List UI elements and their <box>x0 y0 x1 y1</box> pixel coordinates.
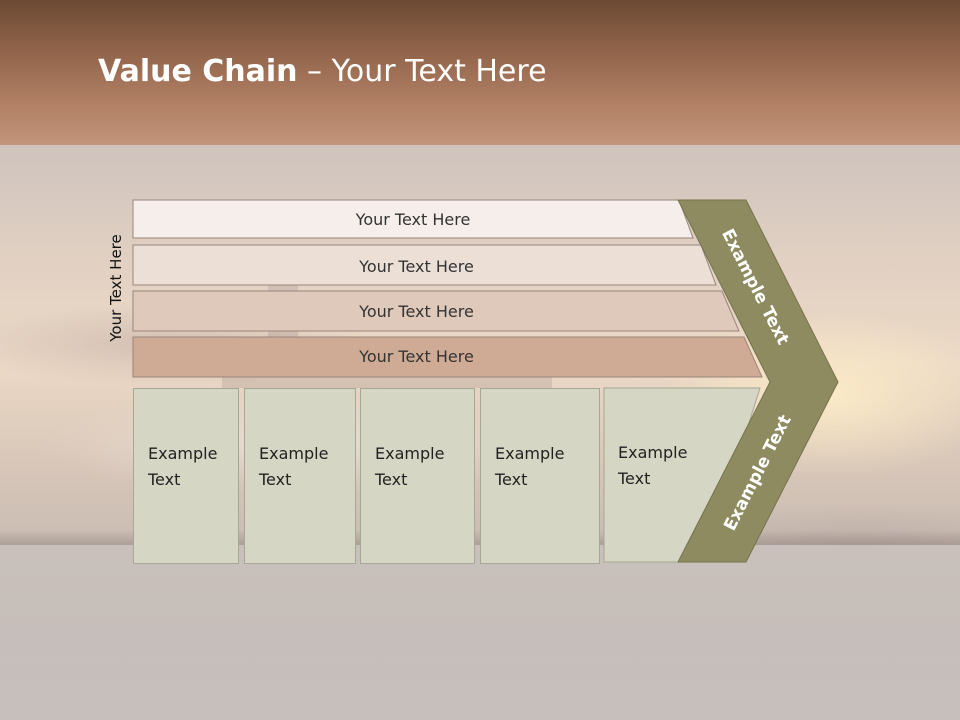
column-text-3: Example Text <box>375 444 445 489</box>
slide-title: Value Chain – Your Text Here <box>98 54 547 89</box>
bar-text-3: Your Text Here <box>359 301 474 321</box>
bar-shape-1[interactable] <box>132 199 694 239</box>
column-text-4: Example Text <box>495 444 565 489</box>
bar-label-2: Your Text Here <box>133 247 700 285</box>
bar-text-2: Your Text Here <box>359 256 474 276</box>
bar-shape-4[interactable] <box>132 336 763 378</box>
bar-label-1: Your Text Here <box>133 200 693 238</box>
column-2[interactable]: Example Text <box>244 388 356 564</box>
bar-text-1: Your Text Here <box>355 209 471 229</box>
reflection-fade <box>0 562 960 720</box>
column-3[interactable]: Example Text <box>360 388 475 564</box>
title-rest: – Your Text Here <box>297 54 547 89</box>
bar-text-4: Your Text Here <box>359 346 474 366</box>
bar-shape-2[interactable] <box>132 244 717 286</box>
column-text-1: Example Text <box>148 444 218 489</box>
column-4[interactable]: Example Text <box>480 388 600 564</box>
title-banner <box>0 0 960 145</box>
column-text-5: Example Text <box>618 443 688 488</box>
bar-label-4: Your Text Here <box>133 337 700 375</box>
column-1[interactable]: Example Text <box>133 388 239 564</box>
title-bold: Value Chain <box>98 54 298 89</box>
bar-label-3: Your Text Here <box>133 292 700 330</box>
column-text-2: Example Text <box>259 444 329 489</box>
bar-shape-3[interactable] <box>132 290 740 332</box>
